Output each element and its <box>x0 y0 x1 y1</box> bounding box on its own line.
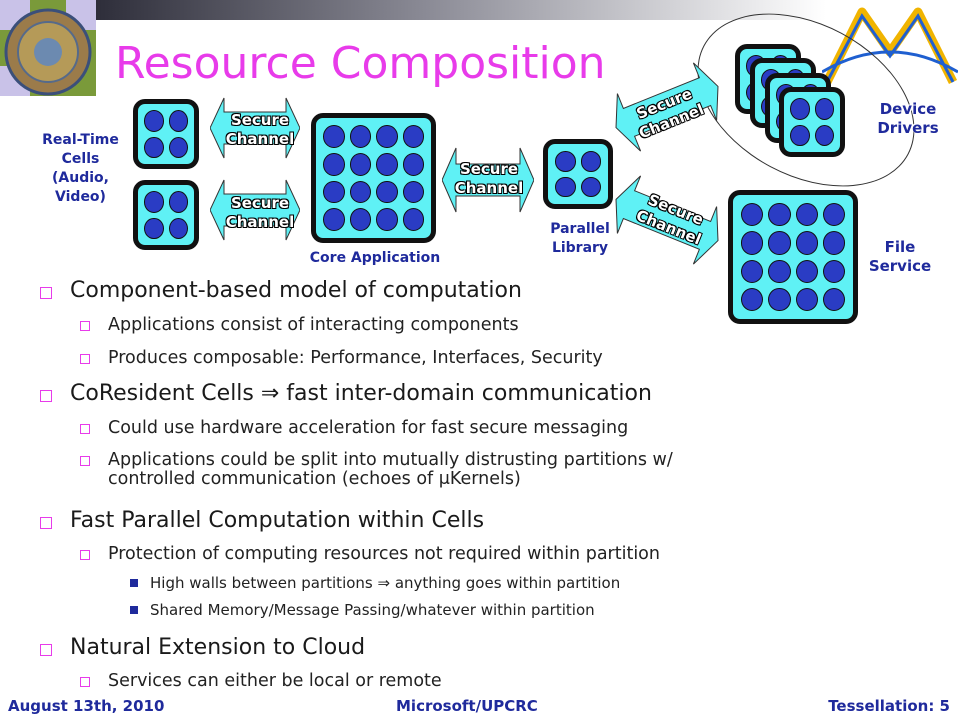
secure-channel-arrows-left <box>210 97 300 241</box>
processor-dot <box>795 231 818 255</box>
processor-dot <box>822 259 845 283</box>
processor-dot <box>402 180 424 204</box>
processor-dot <box>323 180 345 204</box>
processor-dot <box>144 191 164 213</box>
processor-dot <box>580 176 601 197</box>
processor-dot <box>822 231 845 255</box>
driver-cell-4 <box>779 87 845 157</box>
processor-dot <box>144 136 164 158</box>
bullet-component-model: Component-based model of computation <box>40 278 522 303</box>
processor-dot <box>790 98 810 120</box>
processor-dot <box>580 151 601 172</box>
processor-dot <box>741 231 764 255</box>
processor-dot <box>741 259 764 283</box>
footer-org: Microsoft/UPCRC <box>396 697 538 715</box>
processor-dot <box>402 208 424 231</box>
processor-dot <box>795 259 818 283</box>
upcrc-logo <box>822 7 958 85</box>
processor-dot <box>822 287 845 311</box>
processor-dot <box>376 208 398 231</box>
realtime-cell-1 <box>133 99 199 169</box>
tessellation-logo <box>0 0 96 96</box>
processor-dot <box>376 180 398 204</box>
processor-dot <box>795 203 818 227</box>
processor-dot <box>323 125 345 148</box>
slide-title: Resource Composition <box>115 38 606 89</box>
processor-dot <box>168 217 188 239</box>
processor-dot <box>822 203 845 227</box>
processor-dot <box>555 176 576 197</box>
processor-dot <box>349 152 371 176</box>
processor-dot <box>768 287 791 311</box>
title-bar-gradient <box>96 0 826 20</box>
processor-dot <box>168 136 188 158</box>
processor-dot <box>323 152 345 176</box>
secure-channel-arrow-file <box>615 175 719 265</box>
sub-bullet-partitions: Applications could be split into mutuall… <box>80 451 673 489</box>
sub-bullet-interacting: Applications consist of interacting comp… <box>80 316 519 335</box>
footer-date: August 13th, 2010 <box>8 697 165 715</box>
core-application-cell <box>311 113 436 243</box>
processor-dot <box>741 287 764 311</box>
sub-sub-bullet-walls: High walls between partitions ⇒ anything… <box>130 574 620 592</box>
processor-dot <box>376 152 398 176</box>
processor-dot <box>795 287 818 311</box>
processor-dot <box>144 217 164 239</box>
bullet-coresident: CoResident Cells ⇒ fast inter-domain com… <box>40 381 652 406</box>
processor-dot <box>768 203 791 227</box>
file-service-cell <box>728 190 858 324</box>
processor-dot <box>349 208 371 231</box>
processor-dot <box>768 231 791 255</box>
sub-bullet-protection: Protection of computing resources not re… <box>80 545 660 564</box>
processor-dot <box>168 110 188 132</box>
processor-dot <box>144 110 164 132</box>
processor-dot <box>349 180 371 204</box>
processor-dot <box>555 151 576 172</box>
sub-bullet-composable: Produces composable: Performance, Interf… <box>80 349 603 368</box>
sub-bullet-hardware: Could use hardware acceleration for fast… <box>80 419 628 438</box>
processor-dot <box>790 124 810 146</box>
processor-dot <box>814 124 834 146</box>
processor-dot <box>768 259 791 283</box>
processor-dot <box>168 191 188 213</box>
sub-bullet-services: Services can either be local or remote <box>80 672 442 691</box>
processor-dot <box>402 125 424 148</box>
bullet-parallel: Fast Parallel Computation within Cells <box>40 508 484 533</box>
footer-page: Tessellation: 5 <box>828 697 950 715</box>
processor-dot <box>376 125 398 148</box>
processor-dot <box>323 208 345 231</box>
realtime-cell-2 <box>133 180 199 250</box>
bullet-cloud: Natural Extension to Cloud <box>40 635 365 660</box>
secure-channel-arrow-drivers <box>615 62 719 152</box>
sub-sub-bullet-shared-memory: Shared Memory/Message Passing/whatever w… <box>130 601 595 619</box>
processor-dot <box>814 98 834 120</box>
core-application-label: Core Application <box>309 250 441 266</box>
processor-dot <box>741 203 764 227</box>
processor-dot <box>402 152 424 176</box>
processor-dot <box>349 125 371 148</box>
secure-channel-arrow-mid <box>442 147 534 213</box>
parallel-library-cell <box>543 139 613 209</box>
